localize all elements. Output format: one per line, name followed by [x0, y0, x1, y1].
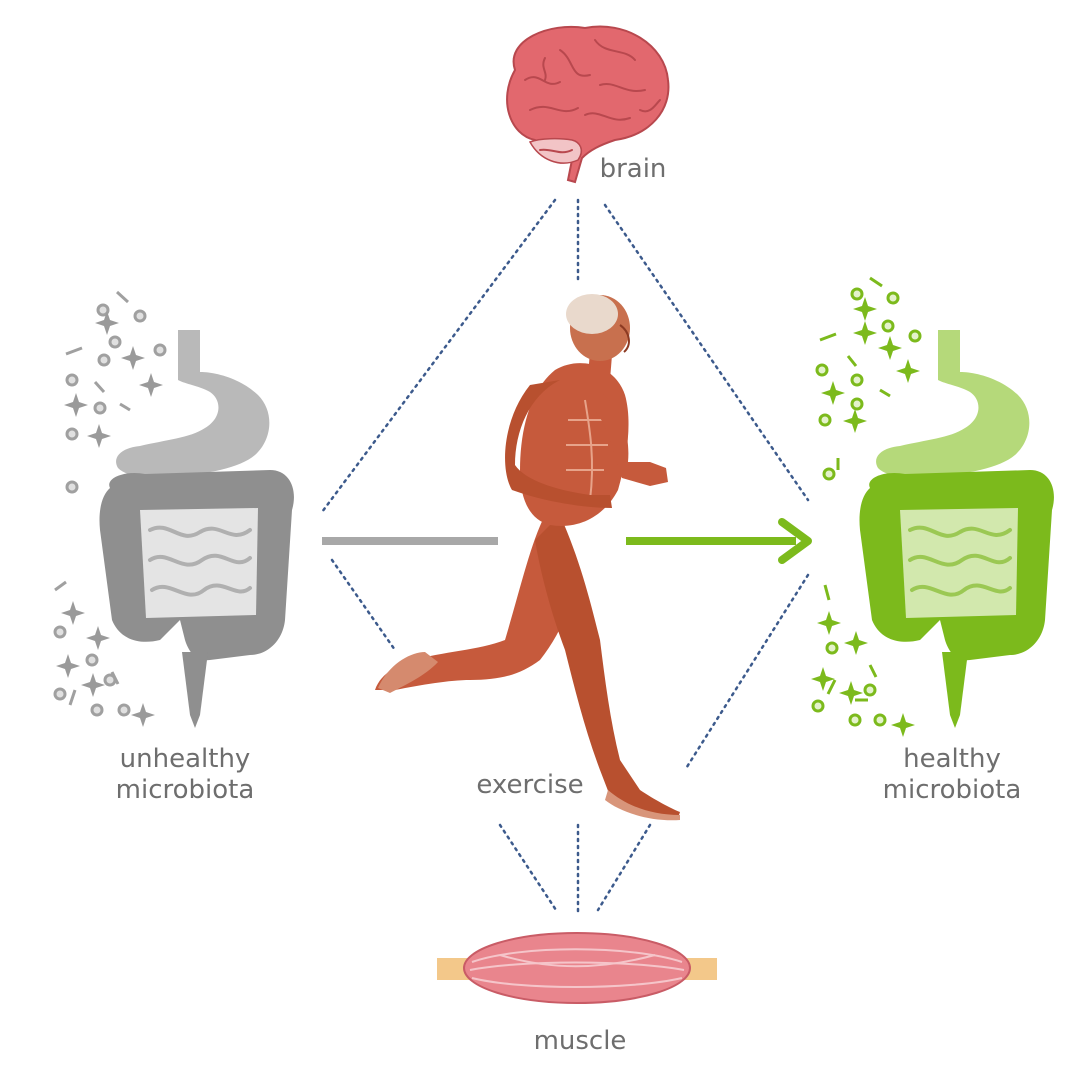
dotted-connectors: [320, 198, 810, 914]
healthy-label-line2: microbiota: [882, 774, 1022, 805]
connector-healthy-exercise: [683, 573, 810, 772]
unhealthy-label-line2: microbiota: [115, 774, 255, 805]
muscle-label-text: muscle: [533, 1026, 627, 1056]
exercise-label: exercise: [450, 770, 610, 801]
healthy-label-line1: healthy: [903, 744, 1001, 774]
muscle-icon: [437, 932, 717, 1004]
brain-label-text: brain: [599, 154, 667, 184]
muscle-label: muscle: [520, 1026, 640, 1057]
exercise-label-text: exercise: [476, 770, 584, 800]
healthy-sparkles: [811, 297, 920, 737]
connector-exercise-muscle-right: [596, 823, 652, 912]
connector-unhealthy-runner: [330, 558, 397, 652]
connector-exercise-muscle-left: [498, 823, 558, 912]
healthy-gut-icon: [859, 330, 1054, 728]
healthy-microbiota-label: healthy microbiota: [862, 744, 1042, 805]
unhealthy-sparkles: [56, 311, 163, 727]
unhealthy-microbiota-label: unhealthy microbiota: [95, 744, 275, 805]
connector-brain-unhealthy: [320, 198, 557, 514]
unhealthy-gut-icon: [99, 330, 294, 728]
unhealthy-bar: [322, 537, 498, 545]
connector-brain-healthy: [603, 203, 810, 502]
brain-icon: [506, 25, 670, 184]
healthy-arrow: [626, 518, 812, 564]
brain-label: brain: [588, 154, 678, 185]
healthy-bacteria: [811, 276, 922, 727]
runner-figure: [375, 294, 680, 821]
unhealthy-label-line1: unhealthy: [119, 744, 251, 774]
unhealthy-bacteria: [53, 290, 167, 717]
